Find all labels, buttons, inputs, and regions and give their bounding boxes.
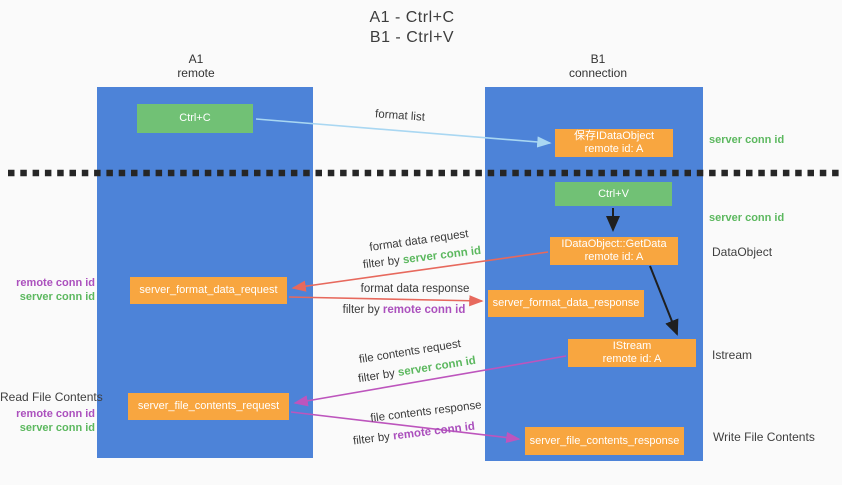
annotation-server-conn-id-top: server conn id <box>709 134 785 146</box>
node-idataobject-getdata: IDataObject::GetData remote id: A <box>550 237 678 265</box>
node-server-file-contents-response: server_file_contents_response <box>525 427 684 455</box>
node-save-idataobject: 保存IDataObject remote id: A <box>555 129 673 157</box>
filter-by-text: filter by <box>352 431 391 448</box>
label-filter-by-remote-conn-id-1: filter by remote conn id <box>343 304 466 316</box>
node-ctrl-v: Ctrl+V <box>555 182 672 206</box>
title-line-2: B1 - Ctrl+V <box>369 29 455 46</box>
label-format-list: format list <box>374 108 426 124</box>
node-istream-line1: IStream <box>612 340 652 352</box>
annotation-remote-conn-id: remote conn id <box>16 408 95 420</box>
node-save-idataobject-line1: 保存IDataObject <box>573 130 655 142</box>
annotation-server-conn-id: server conn id <box>19 422 95 434</box>
lane-b1-role: connection <box>568 66 628 80</box>
server-conn-id-text: server conn id <box>397 354 477 379</box>
diagram-title: A1 - Ctrl+C B1 - Ctrl+V <box>332 8 492 48</box>
annotation-read-file-contents: Read File Contents <box>0 390 103 404</box>
node-istream-line2: remote id: A <box>602 353 662 365</box>
remote-conn-id-text: remote conn id <box>392 420 476 443</box>
annotation-server-conn-id-mid: server conn id <box>709 212 785 224</box>
annotation-write-file-contents: Write File Contents <box>713 430 815 444</box>
filter-by-text: filter by <box>362 254 401 272</box>
lane-a1-name: A1 <box>188 52 204 66</box>
filter-by-text: filter by <box>342 304 380 316</box>
annotation-conn-ids-file: remote conn id server conn id <box>0 407 95 435</box>
filter-by-text: filter by <box>357 367 396 386</box>
annotation-istream: Istream <box>712 348 753 362</box>
server-conn-id-text: server conn id <box>402 244 482 267</box>
lane-a1-role: remote <box>177 66 215 80</box>
node-getdata-line1: IDataObject::GetData <box>561 238 667 250</box>
annotation-server-conn-id: server conn id <box>19 291 95 303</box>
lane-header-b1: B1 connection <box>508 52 688 80</box>
node-save-idataobject-line2: remote id: A <box>584 143 644 155</box>
node-getdata-line2: remote id: A <box>584 251 644 263</box>
annotation-dataobject: DataObject <box>712 245 773 259</box>
title-line-1: A1 - Ctrl+C <box>369 9 455 26</box>
node-istream: IStream remote id: A <box>568 339 696 367</box>
annotation-conn-ids-format: remote conn id server conn id <box>0 276 95 304</box>
node-server-file-contents-request: server_file_contents_request <box>128 393 289 420</box>
annotation-remote-conn-id: remote conn id <box>16 277 95 289</box>
remote-conn-id-text: remote conn id <box>382 304 466 316</box>
edge-format-data-response <box>288 295 484 307</box>
node-ctrl-c: Ctrl+C <box>137 104 253 133</box>
node-server-format-data-response: server_format_data_response <box>488 290 644 317</box>
label-format-data-response: format data response <box>360 283 470 295</box>
lane-b1-name: B1 <box>590 52 606 66</box>
node-server-format-data-request: server_format_data_request <box>130 277 287 304</box>
lane-header-a1: A1 remote <box>106 52 286 80</box>
